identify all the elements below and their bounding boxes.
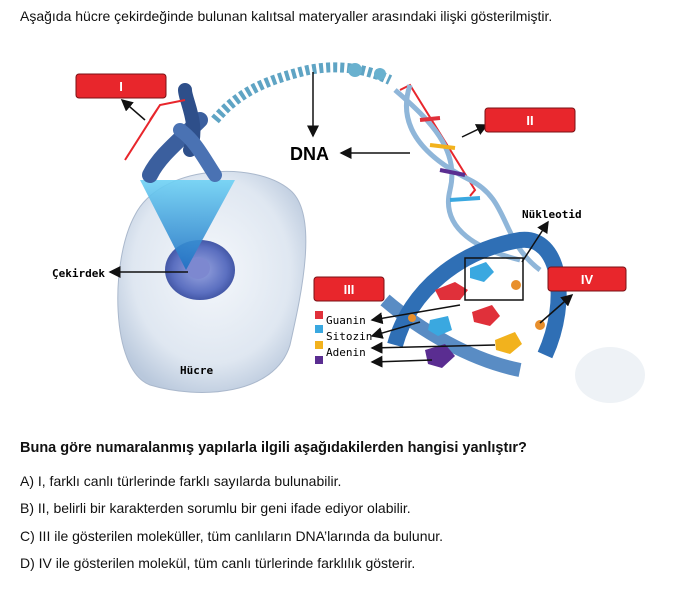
legend-swatch-guanin: [315, 311, 323, 319]
legend-swatch-adenin: [315, 341, 323, 349]
legend-swatch-cut: [315, 356, 323, 364]
legend-swatch-sitozin: [315, 325, 323, 333]
option-b[interactable]: B) II, belirli bir karakterden sorumlu b…: [20, 500, 411, 516]
legend-adenin-label: Adenin: [326, 346, 366, 359]
label-box-II: II: [484, 107, 576, 133]
label-box-I: I: [75, 73, 167, 99]
question-text: Buna göre numaralanmış yapılarla ilgili …: [20, 440, 527, 456]
arrow-II: [461, 124, 489, 138]
label-IV-text: IV: [581, 272, 594, 287]
arrow-adenin: [370, 341, 496, 354]
arrow-sitozin: [370, 321, 421, 339]
option-c[interactable]: C) III ile gösterilen moleküller, tüm ca…: [20, 528, 444, 544]
legend-sitozin-label: Sitozin: [326, 330, 372, 343]
arrow-guanin: [370, 304, 461, 325]
chromosome: [142, 83, 222, 183]
background-shape: [575, 347, 645, 403]
nucleotide-label: Nükleotid: [522, 208, 582, 221]
label-box-III: III: [313, 276, 385, 302]
arrow-IV: [539, 294, 574, 324]
nucleotide-box: [464, 257, 524, 301]
base-legend: Guanin Sitozin Adenin: [315, 311, 372, 364]
bracket-I: [124, 99, 186, 161]
option-a[interactable]: A) I, farklı canlı türlerinde farklı say…: [20, 473, 342, 489]
zoom-cone: [140, 180, 235, 270]
intro-text: Aşağıda hücre çekirdeğinde bulunan kalıt…: [20, 8, 553, 24]
label-I-text: I: [119, 79, 123, 94]
arrow-nucleotide: [521, 220, 549, 263]
arrow-I: [120, 99, 146, 121]
label-box-IV: IV: [547, 266, 627, 292]
label-III-text: III: [344, 282, 355, 297]
dna-lower-helix: [380, 231, 567, 377]
legend-guanin-label: Guanin: [326, 314, 366, 327]
chromatin-coil: [211, 62, 393, 124]
dna-structure-figure: I II III IV DNA Nükleotid Çekirdek Hücre…: [52, 62, 645, 403]
arrow-purple: [370, 355, 433, 368]
dna-label: DNA: [290, 144, 329, 164]
option-d[interactable]: D) IV ile gösterilen molekül, tüm canlı …: [20, 555, 416, 571]
cell-label: Hücre: [180, 364, 213, 377]
nucleus-label: Çekirdek: [52, 267, 105, 280]
label-II-text: II: [526, 113, 533, 128]
